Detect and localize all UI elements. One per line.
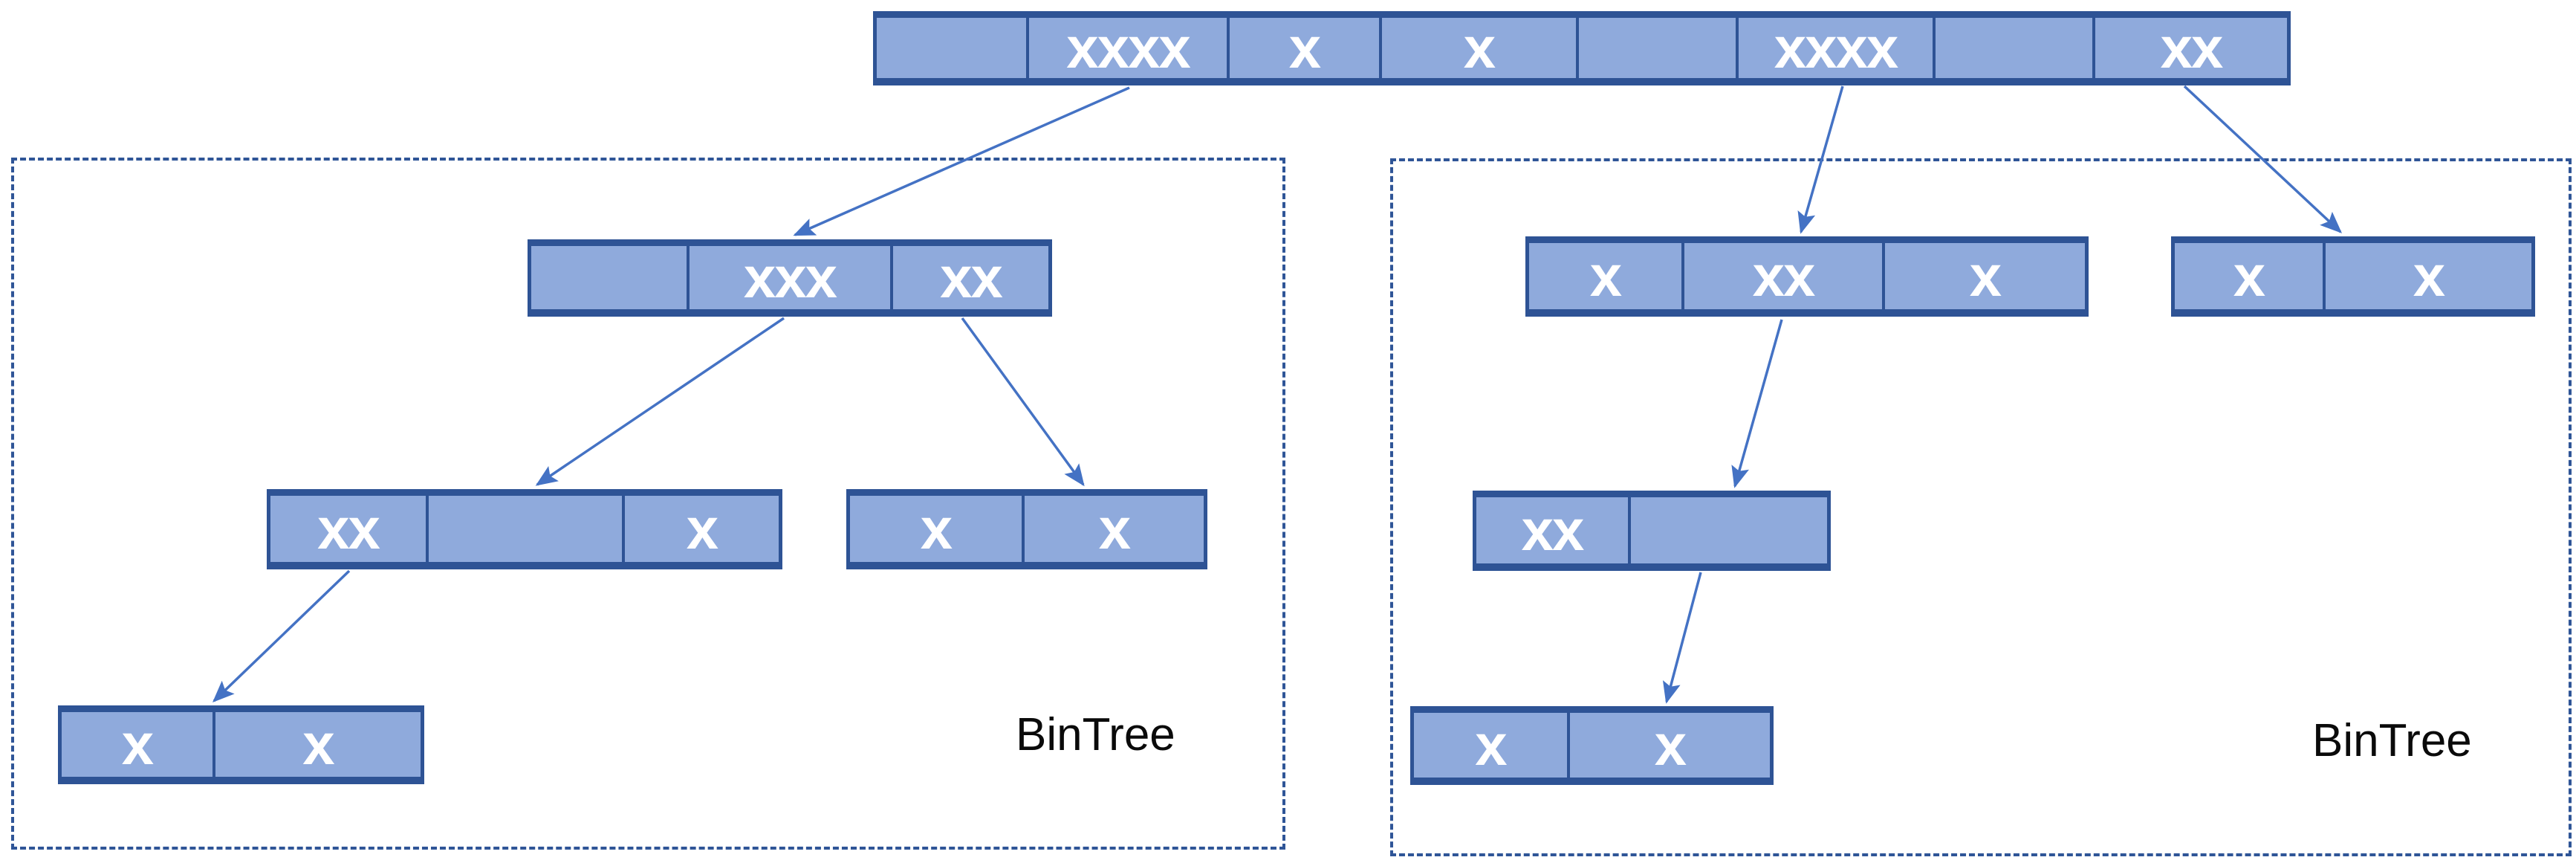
root-to-right-leaf — [2183, 85, 2343, 233]
bintree-box — [1390, 158, 2572, 856]
array-cell: x — [2175, 243, 2326, 309]
array-cell: x — [850, 496, 1025, 562]
bintree-label: BinTree — [1016, 709, 1175, 760]
array-cell: xx — [1684, 243, 1885, 309]
array-cell: xx — [270, 496, 429, 562]
array-cell — [1936, 18, 2095, 78]
right-level3-to-level4 — [1662, 572, 1702, 704]
array-cell: x — [1654, 713, 1687, 778]
array-cell: x — [1414, 713, 1570, 778]
left-level2-to-level3-right — [961, 317, 1085, 487]
bintree-label: BinTree — [2312, 715, 2472, 766]
array-cell: x — [1529, 243, 1684, 309]
root-to-left-subtree — [793, 86, 1130, 236]
array-cell: x — [62, 712, 215, 777]
array-cell — [429, 496, 625, 562]
array-cell: x — [1969, 243, 2002, 308]
array-cell — [531, 246, 690, 309]
right-level2-to-level3 — [1731, 319, 1783, 488]
root-to-right-subtree — [1797, 85, 1844, 234]
left-level2-to-level3-left — [535, 317, 785, 486]
right-level3-array: xx — [1473, 491, 1831, 571]
array-cell — [1631, 497, 1827, 563]
array-cell: x — [1382, 18, 1579, 78]
array-cell — [877, 18, 1029, 78]
array-cell: x — [686, 496, 718, 561]
array-cell — [1579, 18, 1739, 78]
left-level3-to-level4 — [212, 569, 351, 702]
array-cell: x — [302, 712, 334, 777]
array-cell: xxxx — [1739, 18, 1936, 78]
array-cell: xx — [2160, 18, 2224, 78]
array-cell: x — [2413, 243, 2445, 308]
array-cell: xxxx — [1029, 18, 1230, 78]
array-cell: xxx — [690, 246, 893, 309]
bintree-box — [11, 158, 1285, 850]
array-cell: x — [1230, 18, 1382, 78]
array-cell: xx — [1476, 497, 1631, 563]
array-cell: x — [1098, 496, 1131, 561]
array-cell: xx — [940, 246, 1003, 309]
